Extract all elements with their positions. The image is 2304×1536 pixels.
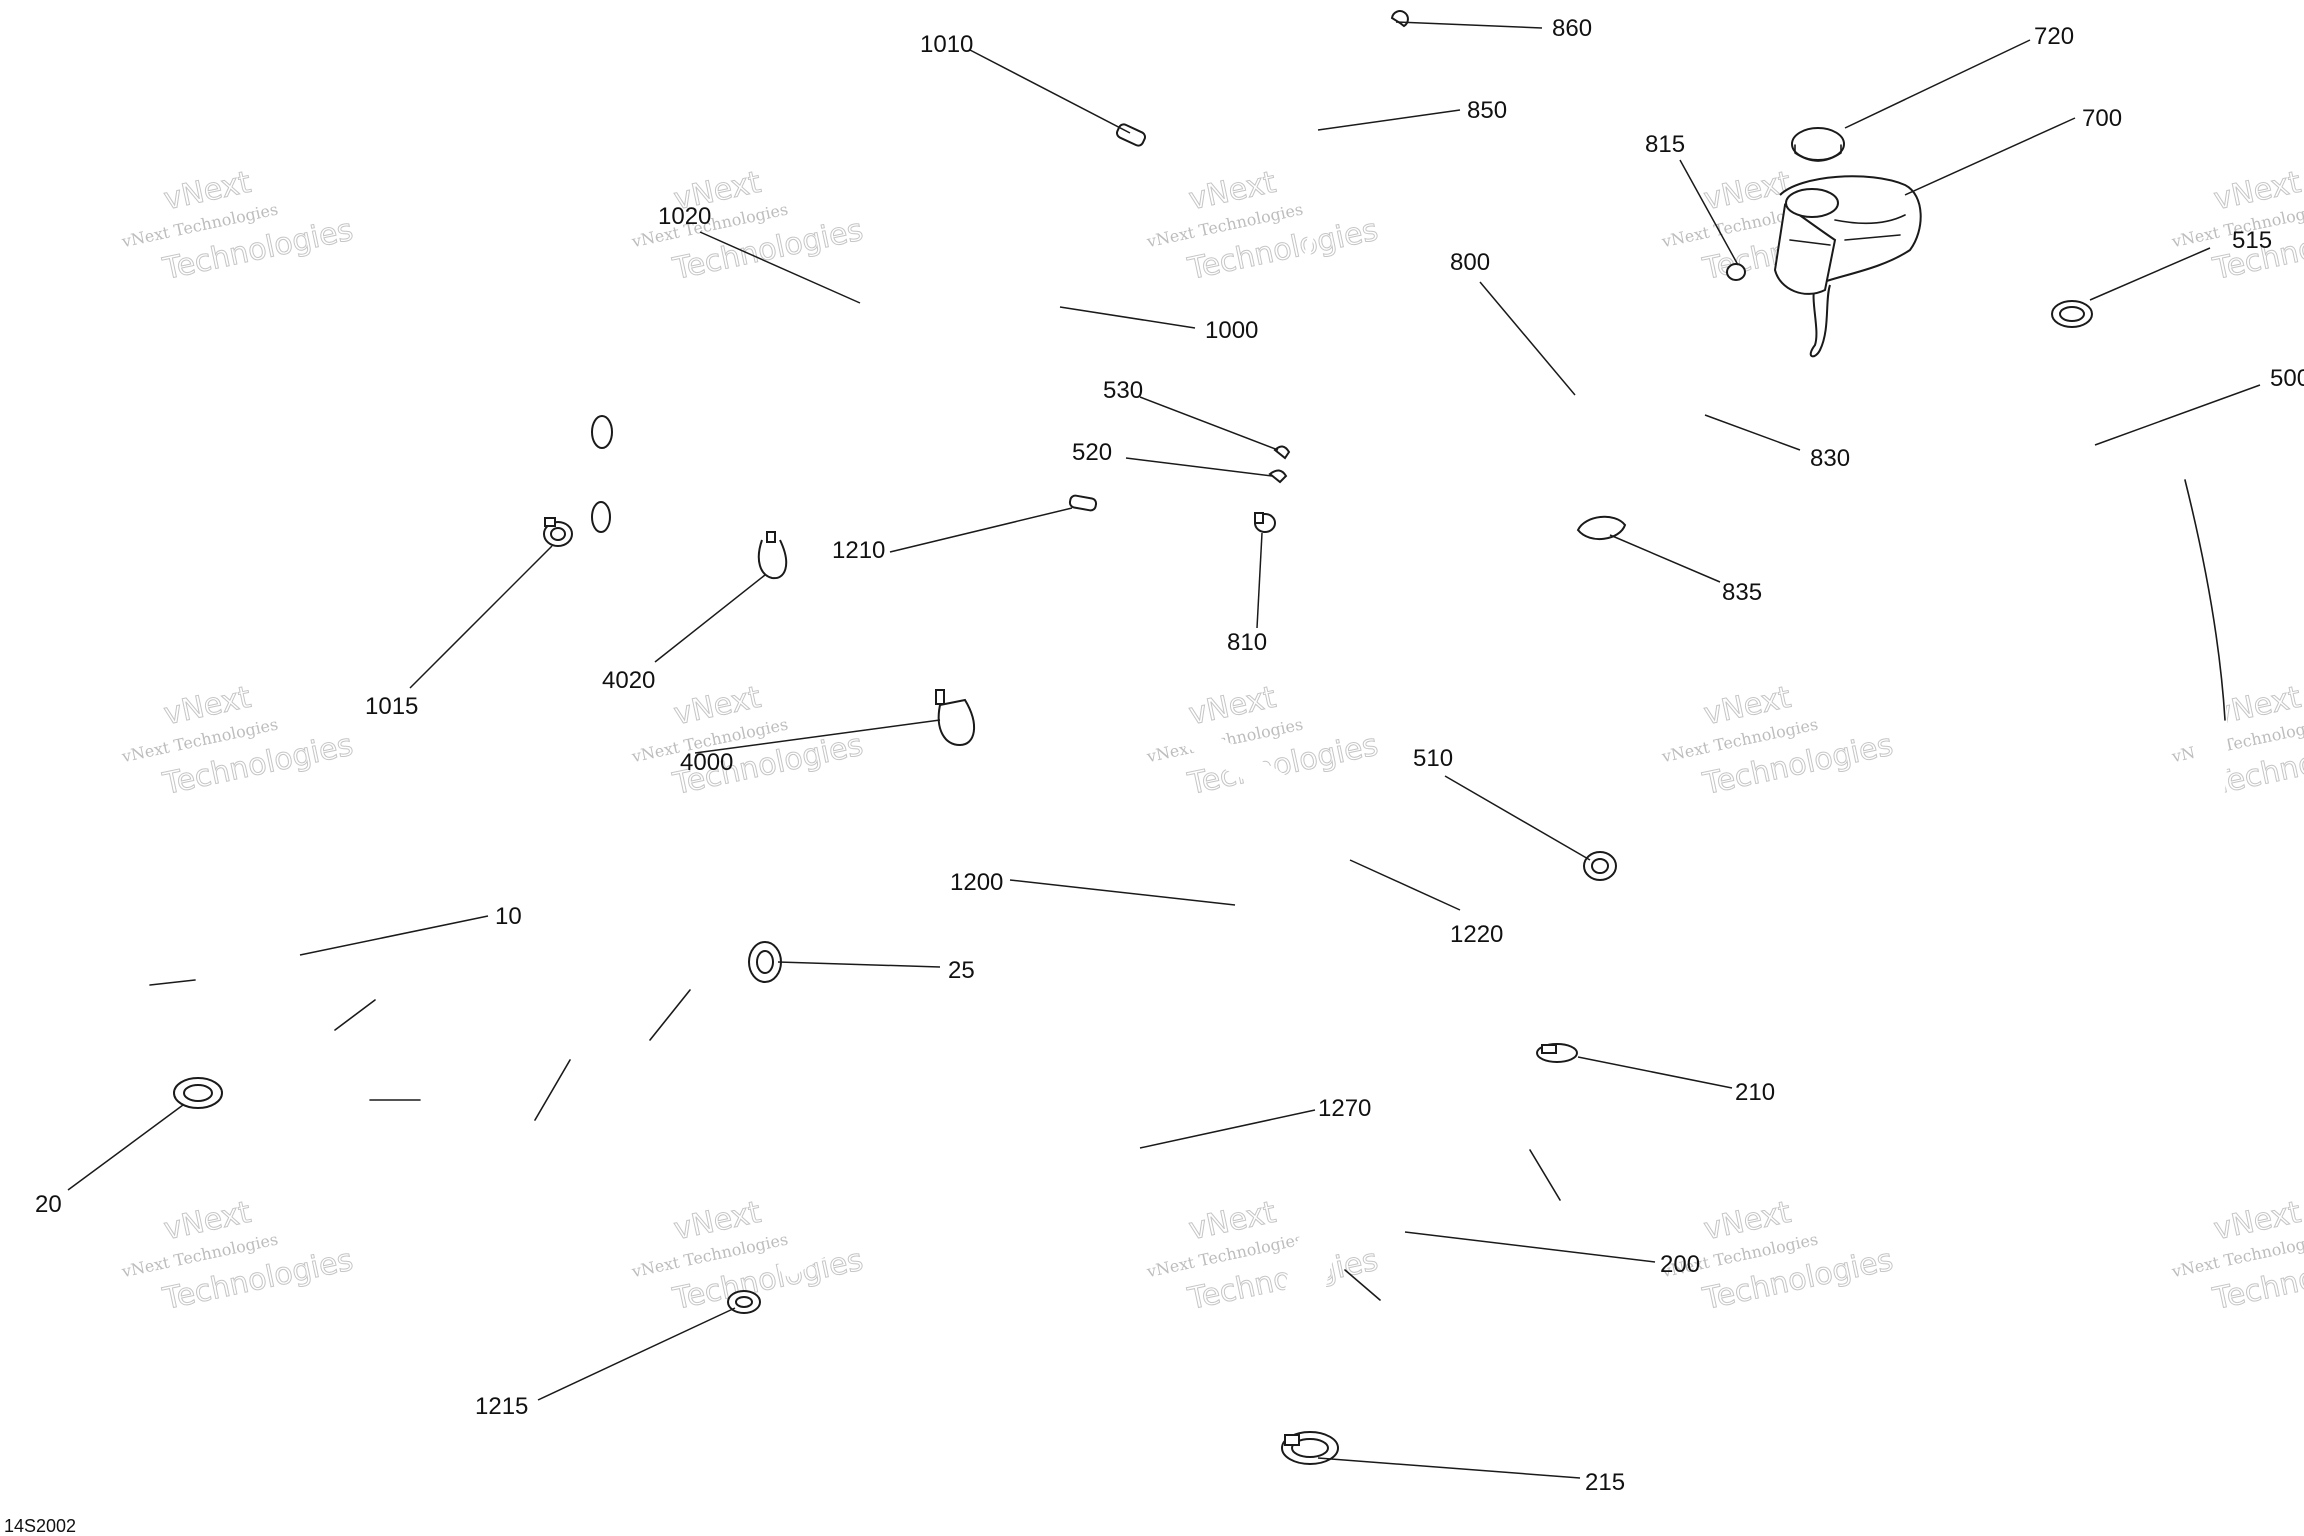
callout-850: 850	[1467, 97, 1507, 124]
clamp-835	[1576, 515, 1627, 541]
clamp-815	[1726, 263, 1746, 281]
callout-835: 835	[1722, 579, 1762, 606]
callout-1020: 1020	[658, 203, 711, 230]
clamp-25	[748, 941, 782, 983]
hose-1270	[892, 992, 1303, 1308]
callout-530: 530	[1103, 377, 1143, 404]
clamp-520	[1268, 469, 1288, 484]
callout-510: 510	[1413, 745, 1453, 772]
clamp-4000	[935, 689, 976, 747]
fitting-1210	[1068, 494, 1098, 512]
callout-215: 215	[1585, 1469, 1625, 1496]
callout-860: 860	[1552, 15, 1592, 42]
hose-800	[1309, 286, 1709, 524]
leader-lines	[67, 21, 2261, 1479]
callout-1215: 1215	[475, 1393, 528, 1420]
hose-1020	[590, 135, 1015, 449]
callout-720: 720	[2034, 23, 2074, 50]
hose-1220	[1084, 509, 1341, 908]
clamp-1215	[727, 1290, 761, 1314]
hose-1000	[590, 161, 1129, 533]
clamp-210	[1536, 1043, 1578, 1063]
callout-800: 800	[1450, 249, 1490, 276]
fitting-1010	[1115, 123, 1147, 147]
callout-25: 25	[948, 957, 975, 984]
hose-1200	[778, 518, 1252, 1277]
callout-810: 810	[1227, 629, 1267, 656]
clamp-810	[1254, 512, 1276, 533]
callout-815: 815	[1645, 131, 1685, 158]
diagram-reference: 14S2002	[4, 1516, 76, 1536]
callout-20: 20	[35, 1191, 62, 1218]
callout-515: 515	[2232, 227, 2272, 254]
callout-10: 10	[495, 903, 522, 930]
callout-500: 500	[2270, 365, 2304, 392]
clamp-530	[1273, 445, 1291, 460]
callout-210: 210	[1735, 1079, 1775, 1106]
callout-4000: 4000	[680, 749, 733, 776]
clip-860	[1390, 10, 1409, 28]
callout-830: 830	[1810, 445, 1850, 472]
clamp-515	[2051, 300, 2093, 328]
callout-1270: 1270	[1318, 1095, 1371, 1122]
clamp-4020	[757, 531, 788, 580]
hose-510	[1783, 463, 2228, 1023]
reservoir-700	[1773, 175, 1922, 358]
hose-850	[1284, 5, 1365, 433]
hose-830	[1395, 323, 1772, 562]
callout-4020: 4020	[602, 667, 655, 694]
callout-1015: 1015	[365, 693, 418, 720]
hose-10	[144, 862, 741, 1200]
hose-500	[1624, 354, 2132, 939]
callout-1200: 1200	[950, 869, 1003, 896]
callout-1220: 1220	[1450, 921, 1503, 948]
callout-1000: 1000	[1205, 317, 1258, 344]
hose-200	[1283, 1070, 1610, 1410]
clamp-510	[1583, 851, 1617, 881]
clamp-1015	[543, 517, 573, 547]
clamp-215	[1281, 1431, 1339, 1465]
callout-520: 520	[1072, 439, 1112, 466]
callout-700: 700	[2082, 105, 2122, 132]
callout-1210: 1210	[832, 537, 885, 564]
clamp-20	[173, 1077, 223, 1109]
callout-1010: 1010	[920, 31, 973, 58]
callout-200: 200	[1660, 1251, 1700, 1278]
cap-720	[1791, 127, 1845, 162]
